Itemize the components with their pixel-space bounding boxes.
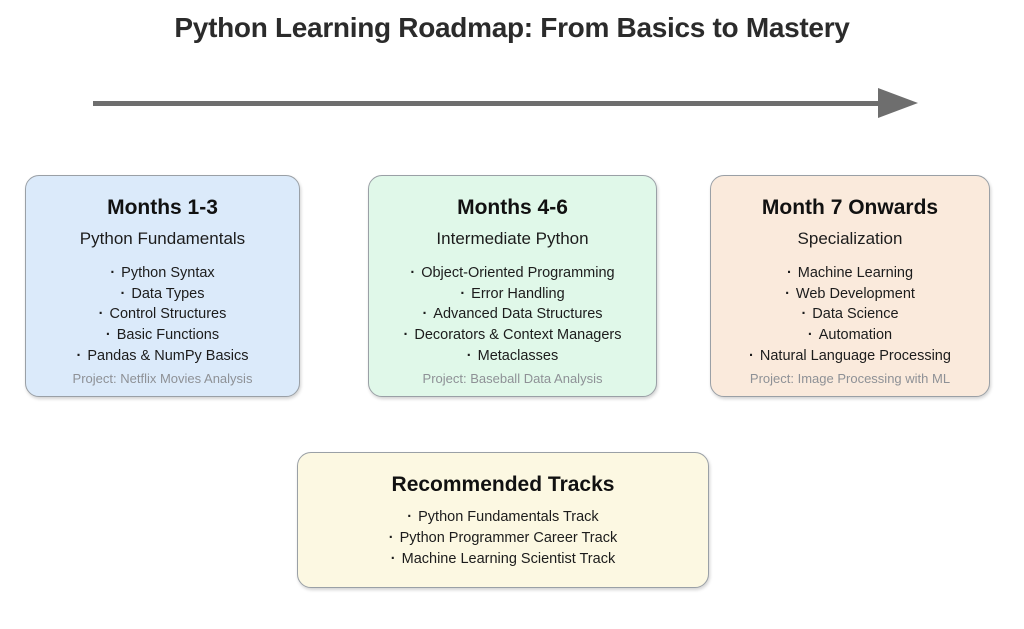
tracks-title: Recommended Tracks	[391, 473, 615, 496]
list-item: Control Structures	[26, 304, 299, 325]
stage-card-months-1-3: Months 1-3 Python Fundamentals Python Sy…	[25, 175, 300, 397]
list-item: Object-Oriented Programming	[369, 263, 656, 284]
tracks-list: Python Fundamentals TrackPython Programm…	[298, 507, 708, 570]
stage-period: Months 4-6	[457, 196, 568, 219]
stage-card-month-7-onwards: Month 7 Onwards Specialization Machine L…	[710, 175, 990, 397]
list-item: Error Handling	[369, 284, 656, 305]
page-title: Python Learning Roadmap: From Basics to …	[174, 12, 850, 43]
list-item: Data Science	[711, 304, 989, 325]
list-item: Pandas & NumPy Basics	[26, 346, 299, 367]
stage-project: Project: Netflix Movies Analysis	[72, 370, 253, 386]
stage-subtitle: Specialization	[797, 229, 903, 248]
stage-subtitle: Intermediate Python	[436, 229, 589, 248]
recommended-tracks-card: Recommended Tracks Python Fundamentals T…	[297, 452, 709, 588]
stage-card-months-4-6: Months 4-6 Intermediate Python Object-Or…	[368, 175, 657, 397]
stage-topic-list: Python SyntaxData TypesControl Structure…	[26, 263, 299, 367]
list-item: Advanced Data Structures	[369, 304, 656, 325]
stage-period: Month 7 Onwards	[761, 196, 939, 219]
list-item: Automation	[711, 325, 989, 346]
stage-topic-list: Machine LearningWeb DevelopmentData Scie…	[711, 263, 989, 367]
stage-subtitle: Python Fundamentals	[79, 229, 246, 248]
stage-period: Months 1-3	[107, 196, 218, 219]
list-item: Python Syntax	[26, 263, 299, 284]
list-item: Decorators & Context Managers	[369, 325, 656, 346]
stage-topic-list: Object-Oriented ProgrammingError Handlin…	[369, 263, 656, 367]
list-item: Python Programmer Career Track	[298, 528, 708, 549]
stage-project: Project: Baseball Data Analysis	[422, 370, 603, 386]
list-item: Web Development	[711, 284, 989, 305]
list-item: Python Fundamentals Track	[298, 507, 708, 528]
list-item: Data Types	[26, 284, 299, 305]
list-item: Machine Learning Scientist Track	[298, 549, 708, 570]
list-item: Natural Language Processing	[711, 346, 989, 367]
timeline-arrow-line	[93, 101, 880, 106]
stage-project: Project: Image Processing with ML	[749, 370, 951, 386]
list-item: Basic Functions	[26, 325, 299, 346]
list-item: Metaclasses	[369, 346, 656, 367]
list-item: Machine Learning	[711, 263, 989, 284]
timeline-arrow-head-icon	[878, 88, 918, 118]
